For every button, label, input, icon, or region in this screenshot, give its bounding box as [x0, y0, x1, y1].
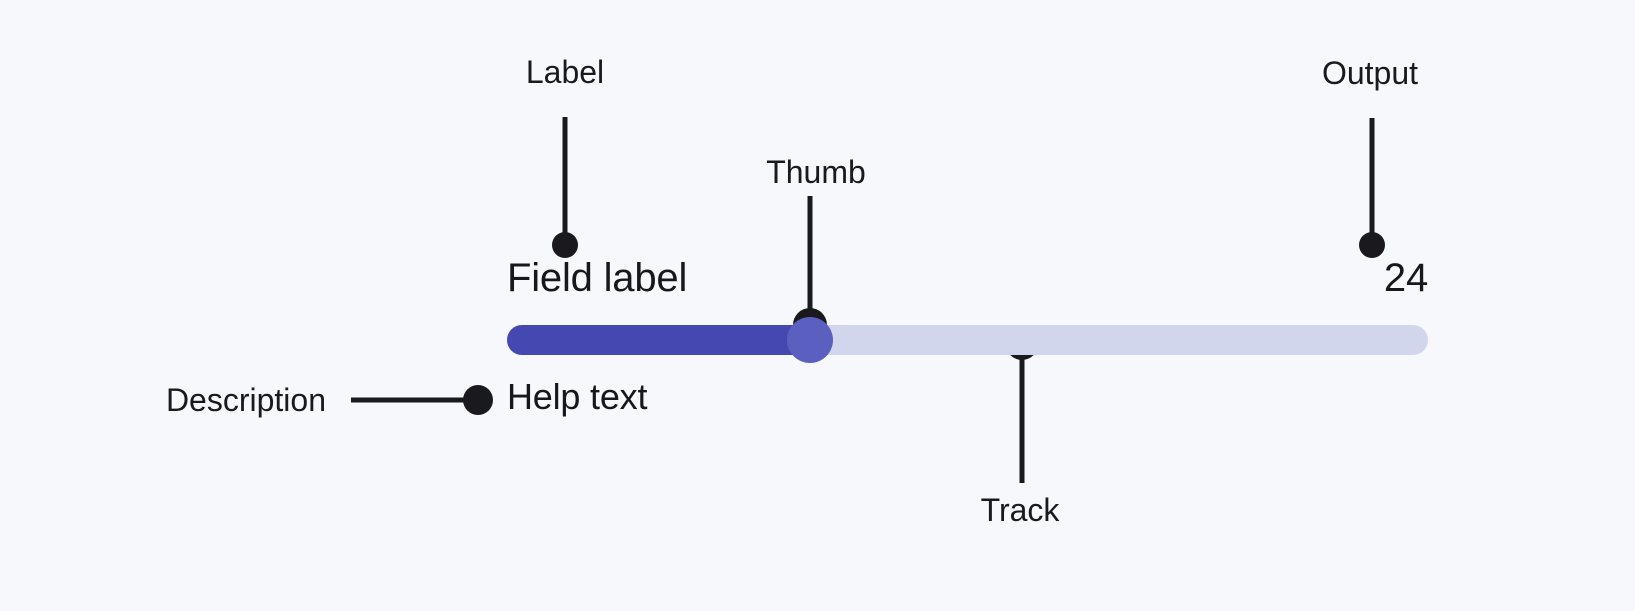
leader-dot-label	[552, 232, 578, 258]
annotation-label-output: Output	[1321, 55, 1419, 91]
slider-output-value: 24	[1383, 256, 1428, 300]
slider-track-fill[interactable]	[507, 325, 810, 355]
slider-field-label: Field label	[507, 256, 688, 300]
leader-dot-output	[1359, 232, 1385, 258]
leader-dot-description	[463, 385, 493, 415]
slider-help-text: Help text	[507, 376, 648, 417]
slider-thumb[interactable]	[787, 317, 833, 363]
annotation-label-thumb: Thumb	[766, 154, 866, 190]
annotation-label-label: Label	[525, 54, 605, 90]
slider-track[interactable]	[507, 317, 1428, 363]
annotation-label-description: Description	[165, 382, 326, 418]
annotation-label-track: Track	[980, 492, 1060, 528]
